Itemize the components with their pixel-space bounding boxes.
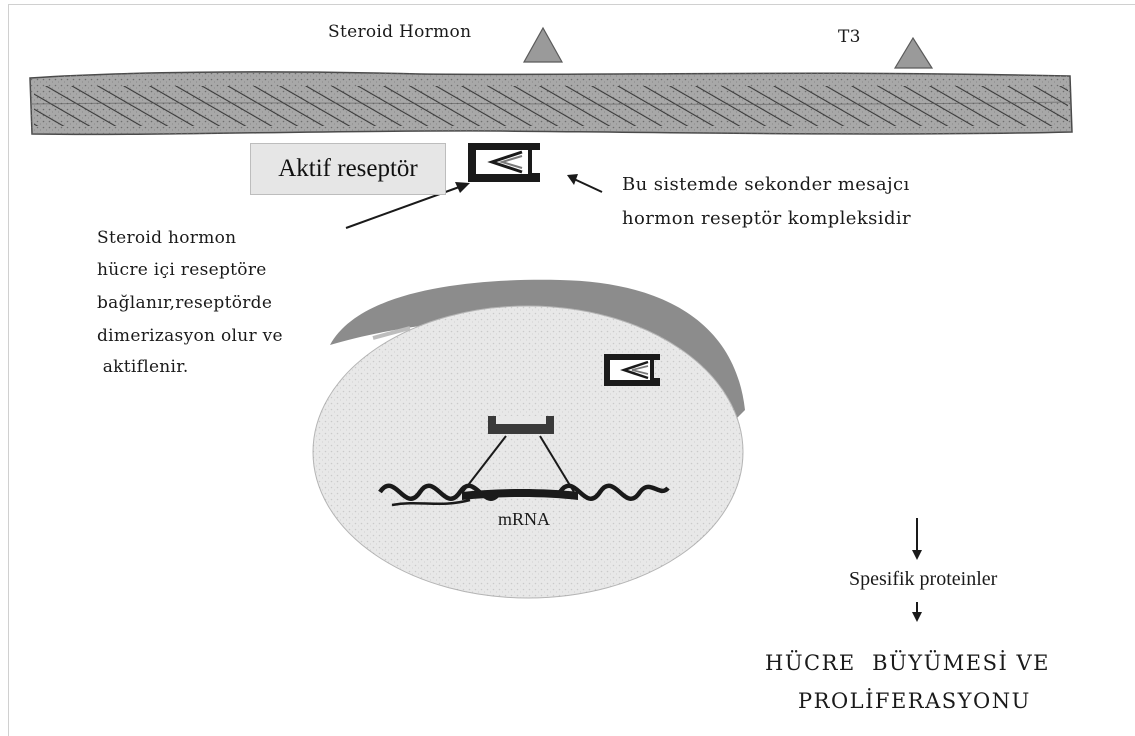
- t3-triangle-icon: [895, 38, 932, 68]
- receptor-complex-icon: [468, 143, 540, 182]
- steroid-binding-line-1: Steroid hormon: [97, 228, 236, 248]
- down-arrow-icon: [912, 602, 922, 622]
- nuclear-receptor-icon: [604, 354, 660, 386]
- active-receptor-label: Aktif reseptör: [250, 143, 446, 195]
- down-arrow-icon: [912, 518, 922, 560]
- steroid-hormone-triangle-icon: [524, 28, 562, 62]
- steroid-binding-line-2: hücre içi reseptöre: [97, 260, 267, 280]
- outcome-line-1: HÜCRE BÜYÜMESİ VE: [765, 651, 1050, 675]
- steroid-binding-line-5: aktiflenir.: [97, 357, 189, 377]
- second-messenger-line-2: hormon reseptör kompleksidir: [622, 204, 911, 234]
- steroid-binding-line-3: bağlanır,reseptörde: [97, 293, 272, 313]
- steroid-hormone-label: Steroid Hormon: [328, 22, 471, 42]
- mrna-label: mRNA: [498, 509, 550, 530]
- outcome-line-2: PROLİFERASYONU: [798, 689, 1031, 713]
- arrow-second-messenger: [567, 174, 602, 192]
- cell-membrane: [30, 72, 1072, 134]
- second-messenger-line-1: Bu sistemde sekonder mesajcı: [622, 170, 910, 200]
- nucleus: [313, 280, 745, 598]
- t3-label: T3: [838, 27, 861, 47]
- steroid-binding-line-4: dimerizasyon olur ve: [97, 326, 283, 346]
- specific-proteins-label: Spesifik proteinler: [849, 568, 997, 591]
